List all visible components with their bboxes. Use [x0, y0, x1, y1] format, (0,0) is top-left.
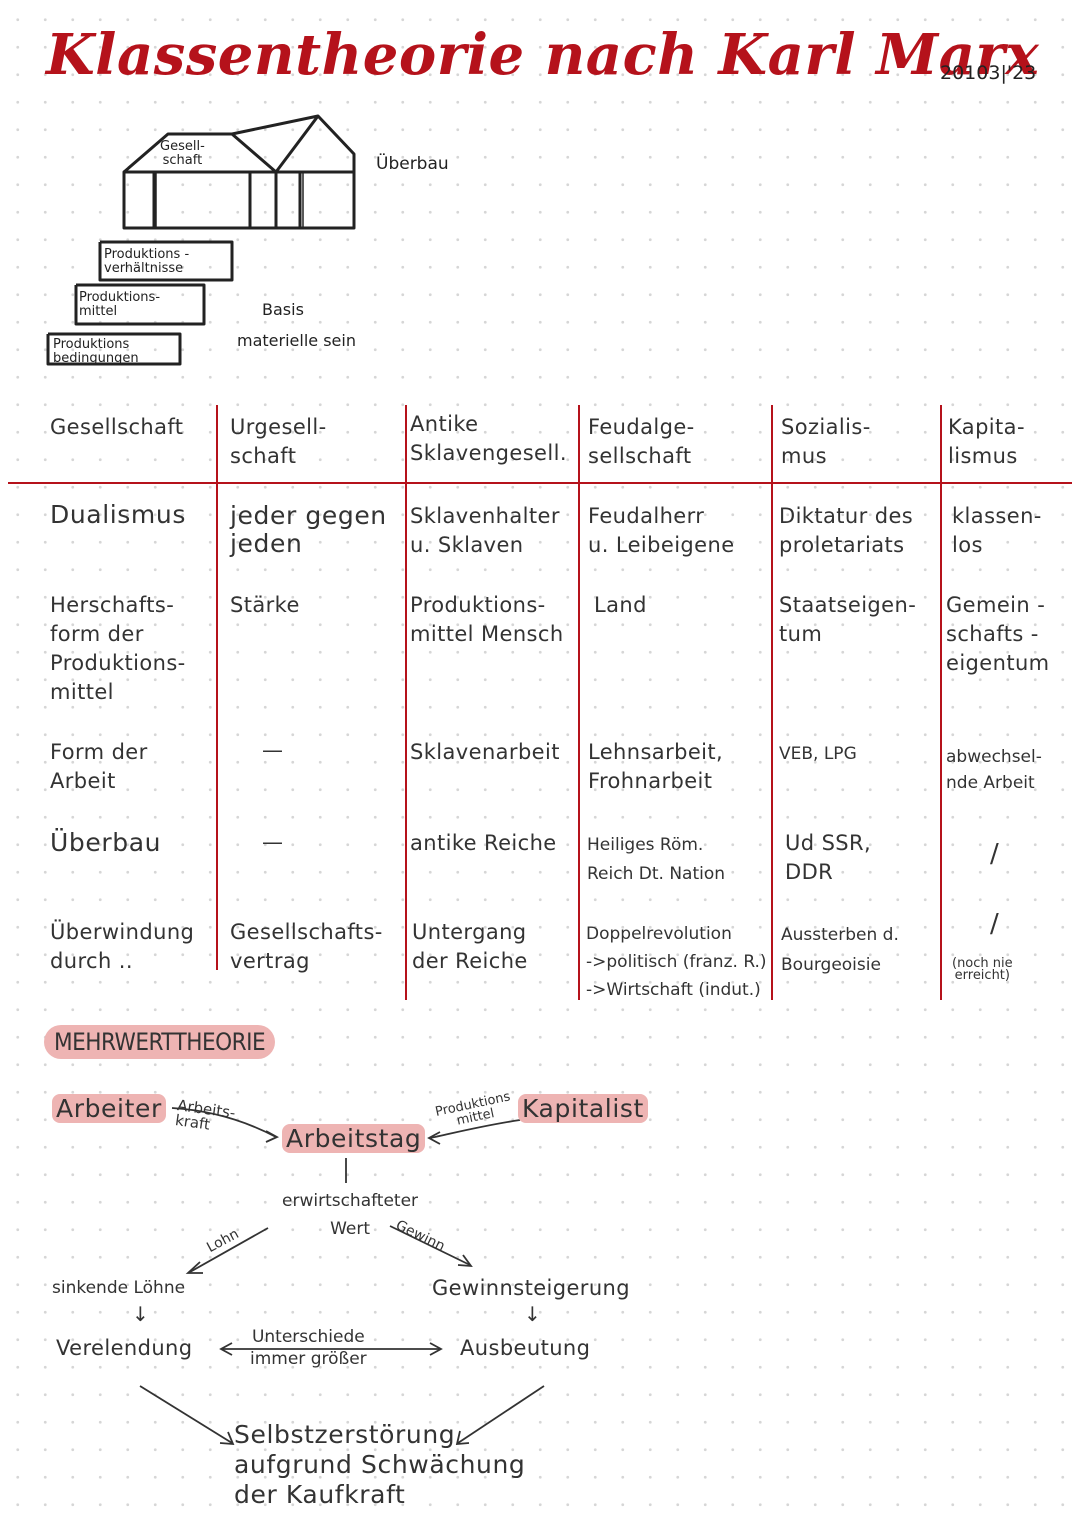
- table-cell: Land: [594, 593, 647, 617]
- ueberbau-label: Überbau: [376, 154, 449, 174]
- row-label: Überwindung durch ..: [50, 920, 195, 973]
- produktionsverhaeltnisse-label: Produktions - verhältnisse: [104, 247, 190, 276]
- table-cell: Produktions- mittel Mensch: [410, 593, 564, 646]
- step-verhaeltnisse: [98, 240, 234, 282]
- table-cell: /: [990, 839, 1000, 869]
- table-cell: Untergang der Reiche: [412, 920, 528, 973]
- table-col-rule-1: [216, 405, 218, 970]
- table-cell: Sklavenhalter u. Sklaven: [410, 504, 560, 557]
- table-cell: abwechsel- nde Arbeit: [946, 747, 1042, 793]
- table-cell: Staatseigen- tum: [779, 593, 917, 646]
- sinkende-loehne-label: sinkende Löhne: [52, 1278, 186, 1298]
- table-cell: antike Reiche: [410, 831, 557, 855]
- table-cell: —: [262, 738, 284, 762]
- erwirtschafteter-wert-label: erwirtschafteter Wert: [282, 1191, 419, 1239]
- ausbeutung-label: Ausbeutung: [460, 1336, 591, 1360]
- table-cell: Gemein - schafts - eigentum: [946, 593, 1050, 675]
- gewinnsteigerung-label: Gewinnsteigerung: [432, 1276, 630, 1300]
- table-cell: Heiliges Röm. Reich Dt. Nation: [587, 835, 726, 884]
- down-arrow-right: ↓: [524, 1302, 541, 1326]
- arbeitskraft-label: Arbeits- kraft: [174, 1096, 237, 1134]
- produktionsbedingungen-label: Produktions bedingungen: [53, 337, 139, 366]
- table-cell: Gesellschafts- vertrag: [230, 920, 383, 973]
- table-cell: jeder gegen jeden: [230, 501, 387, 558]
- table-col-rule-5: [940, 405, 942, 1000]
- table-header-rule: [8, 482, 1072, 484]
- table-cell: Doppelrevolution ->politisch (franz. R.)…: [586, 924, 767, 1000]
- gesellschaft-label: Gesell- schaft: [160, 139, 205, 168]
- column-header: Sozialis- mus: [781, 415, 871, 468]
- table-cell: Diktatur des proletariats: [779, 504, 914, 557]
- kapitalist-label: Kapitalist: [518, 1094, 648, 1124]
- arbeiter-label: Arbeiter: [52, 1094, 166, 1124]
- verelendung-label: Verelendung: [56, 1336, 193, 1360]
- column-header: Feudalge- sellschaft: [588, 415, 695, 468]
- table-cell: Lehnsarbeit, Frohnarbeit: [588, 740, 724, 793]
- step-bedingungen: [46, 332, 182, 366]
- basis-label: Basis: [262, 300, 304, 319]
- arbeitstag-label: Arbeitstag: [282, 1124, 426, 1154]
- unterschiede-label: Unterschiede immer größer: [250, 1327, 367, 1369]
- table-cell: klassen- los: [952, 504, 1042, 557]
- table-cell: Sklavenarbeit: [410, 740, 560, 764]
- date: 20103|'23: [940, 62, 1037, 84]
- mehrwert-heading: MEHRWERTTHEORIE: [44, 1025, 276, 1059]
- table-col-rule-2: [405, 405, 407, 1000]
- table-col-rule-4: [771, 405, 773, 1000]
- row-label: Dualismus: [50, 500, 186, 529]
- table-cell: VEB, LPG: [779, 744, 857, 764]
- row-label: Überbau: [50, 828, 162, 857]
- row-label: Form der Arbeit: [50, 740, 148, 793]
- table-header-label: Gesellschaft: [50, 415, 184, 439]
- kapitalismus-note: (noch nie erreicht): [952, 956, 1013, 983]
- selbstzerstoerung-label: Selbstzerstörung aufgrund Schwächung der…: [234, 1420, 526, 1509]
- column-header: Kapita- lismus: [948, 415, 1025, 468]
- table-cell: Aussterben d. Bourgeoisie: [781, 925, 899, 975]
- step-mittel: [74, 283, 206, 326]
- roof-left: [123, 132, 277, 174]
- down-arrow-left: ↓: [132, 1302, 149, 1326]
- column-header: Urgesell- schaft: [230, 415, 327, 468]
- table-cell: Ud SSR, DDR: [785, 831, 872, 884]
- column-header: Antike Sklavengesell.: [410, 412, 567, 465]
- page-title: Klassentheorie nach Karl Marx: [46, 22, 1040, 88]
- table-cell: Feudalherr u. Leibeigene: [588, 504, 735, 557]
- materielle-sein-label: materielle sein: [237, 331, 356, 350]
- table-col-rule-3: [578, 405, 580, 1000]
- row-label: Herschafts- form der Produktions- mittel: [50, 593, 186, 704]
- table-cell: Stärke: [230, 593, 300, 617]
- produktionsmittel-label: Produktions- mittel: [79, 290, 161, 319]
- table-cell: —: [262, 830, 284, 854]
- table-cell: /: [990, 909, 1000, 939]
